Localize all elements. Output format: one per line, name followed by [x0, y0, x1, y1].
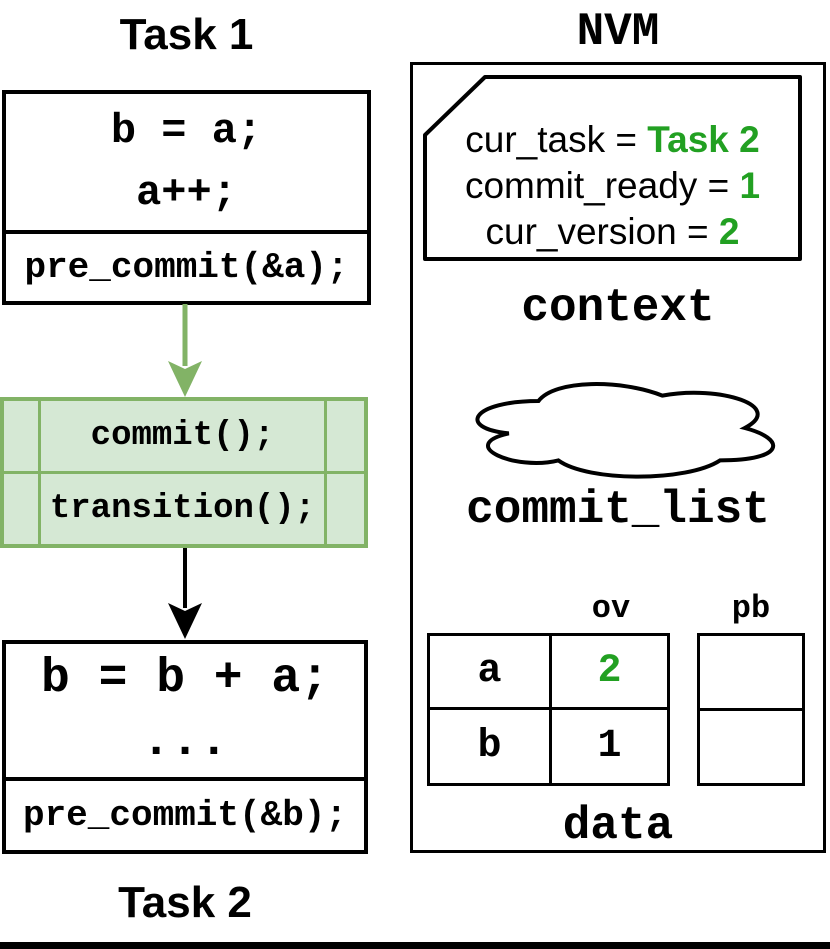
- context-values: cur_task = Task 2 commit_ready = 1 cur_v…: [425, 117, 800, 255]
- task2-code-line1: b = b + a;: [40, 652, 330, 707]
- commit-transition-block: commit(); transition();: [0, 397, 368, 548]
- context-label: context: [521, 282, 715, 334]
- commit-ready-line: commit_ready = 1: [425, 163, 800, 209]
- cur-version-key: cur_version =: [485, 211, 719, 252]
- nvm-title: NVM: [576, 6, 660, 58]
- task2-code-box: b = b + a; ... pre_commit(&b);: [2, 640, 368, 854]
- task1-code-area: b = a; a++;: [6, 94, 367, 230]
- data-table: a 2 b 1: [427, 633, 670, 786]
- task2-title: Task 2: [118, 878, 252, 927]
- var-b-name-cell: b: [430, 709, 552, 783]
- commit-ready-key: commit_ready =: [464, 165, 740, 206]
- commit-block-left-divider: [38, 401, 41, 544]
- task1-code-line2: a++;: [136, 168, 237, 217]
- task2-precommit-label: pre_commit(&b);: [6, 777, 364, 850]
- black-down-arrow-icon: [168, 548, 202, 639]
- var-a-name-cell: a: [430, 636, 552, 710]
- pb-table: [697, 633, 805, 786]
- cur-task-line: cur_task = Task 2: [425, 117, 800, 163]
- commit-row: commit();: [4, 401, 364, 474]
- commit-list-label: commit_list: [466, 484, 770, 536]
- pb-column-header: pb: [731, 590, 771, 627]
- task1-title: Task 1: [119, 10, 254, 59]
- task2-code-line2: ...: [141, 714, 229, 769]
- cur-task-key: cur_task =: [465, 119, 648, 160]
- var-b-ov-value-cell: 1: [597, 723, 622, 769]
- ov-column-header: ov: [591, 590, 631, 627]
- cur-version-value: 2: [718, 211, 740, 252]
- cur-version-line: cur_version = 2: [425, 209, 800, 255]
- data-label: data: [562, 800, 674, 852]
- var-a-ov-value-cell: 2: [552, 636, 667, 710]
- context-note-shape: [423, 75, 802, 261]
- task1-precommit-label: pre_commit(&a);: [6, 230, 367, 301]
- var-a-pb-empty-cell: [700, 636, 802, 711]
- cloud-icon: [475, 382, 776, 479]
- commit-ready-value: 1: [739, 165, 761, 206]
- commit-block-right-divider: [324, 401, 327, 544]
- task2-code-area: b = b + a; ...: [6, 644, 364, 777]
- transition-row: transition();: [49, 490, 316, 528]
- bottom-border-bar: [0, 942, 830, 949]
- green-down-arrow-icon: [168, 304, 202, 397]
- var-b-pb-empty-cell: [700, 711, 802, 783]
- task1-code-box: b = a; a++; pre_commit(&a);: [2, 90, 371, 305]
- task1-code-line1: b = a;: [110, 107, 263, 156]
- cur-task-value: Task 2: [647, 119, 760, 160]
